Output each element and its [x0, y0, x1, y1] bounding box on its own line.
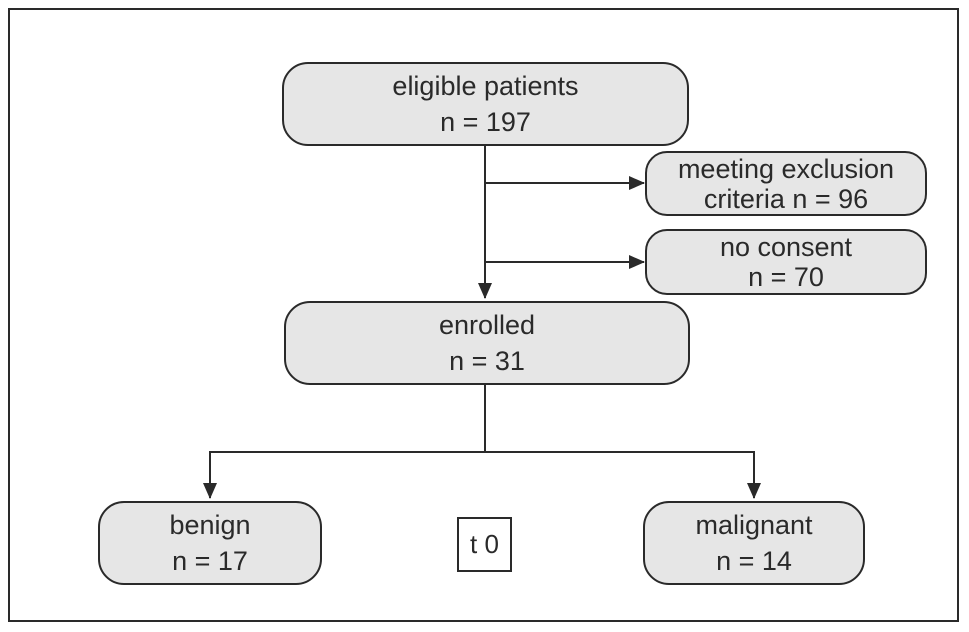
- node-malignant: malignant n = 14: [643, 501, 865, 585]
- no-consent-label: no consent: [719, 232, 853, 262]
- malignant-count: n = 14: [716, 546, 792, 576]
- node-benign: benign n = 17: [98, 501, 322, 585]
- malignant-label: malignant: [695, 510, 813, 540]
- eligible-label: eligible patients: [392, 71, 579, 101]
- timepoint-box: t 0: [457, 517, 512, 572]
- eligible-count: n = 197: [440, 107, 531, 137]
- node-eligible-patients: eligible patients n = 197: [282, 62, 689, 146]
- benign-count: n = 17: [172, 546, 248, 576]
- node-no-consent: no consent n = 70: [645, 229, 927, 295]
- node-meeting-exclusion: meeting exclusion criteria n = 96: [645, 151, 927, 216]
- exclusion-count: criteria n = 96: [703, 183, 869, 214]
- benign-label: benign: [169, 510, 251, 540]
- enrolled-count: n = 31: [449, 346, 525, 376]
- diagram-frame: [8, 8, 959, 622]
- node-enrolled: enrolled n = 31: [284, 301, 690, 385]
- enrolled-label: enrolled: [438, 310, 536, 340]
- no-consent-count: n = 70: [748, 262, 824, 292]
- exclusion-label: meeting exclusion: [677, 153, 895, 184]
